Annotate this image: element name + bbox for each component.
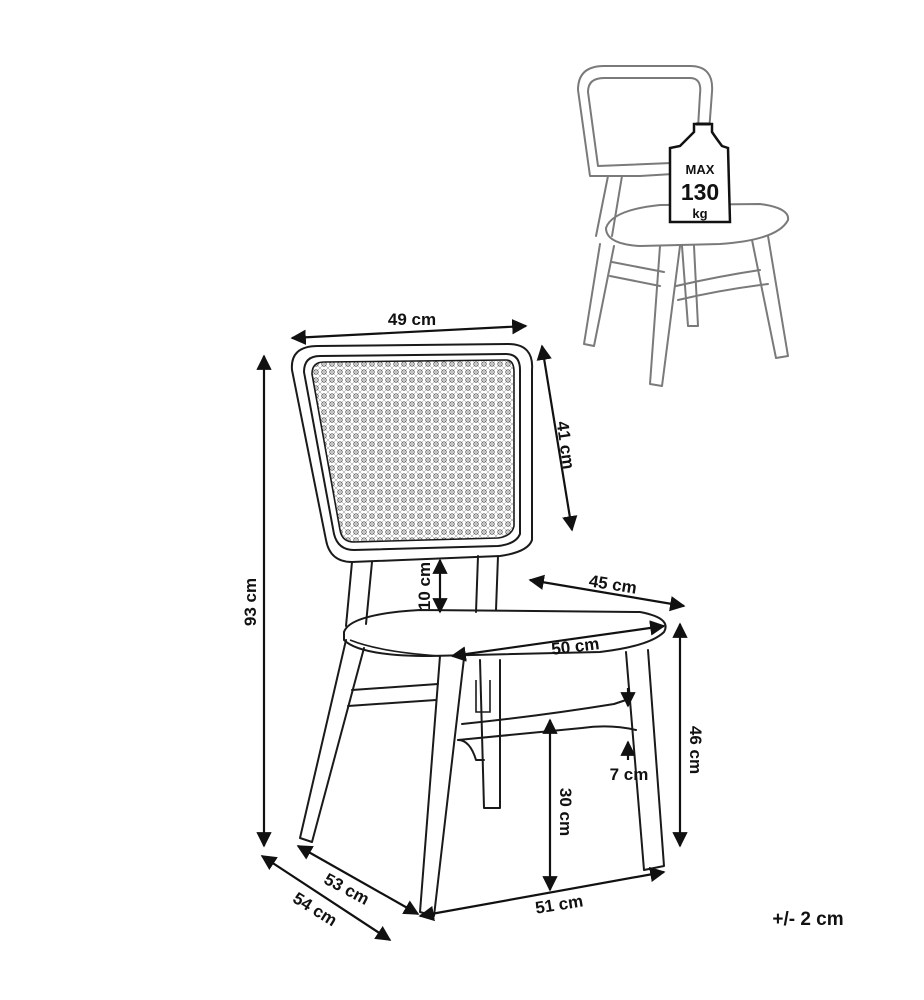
front-left-leg <box>419 655 465 917</box>
label-leg-width: 51 cm <box>534 891 585 917</box>
max-load-line3: kg <box>692 206 707 221</box>
label-stretcher-gap: 7 cm <box>610 765 649 784</box>
cane-panel <box>311 359 515 543</box>
preview-chair <box>577 65 790 387</box>
label-seat-depth: 45 cm <box>588 571 639 597</box>
label-total-height: 93 cm <box>241 578 260 626</box>
label-leg-depth-inner: 53 cm <box>321 869 372 908</box>
label-leg-depth-outer: 54 cm <box>289 889 340 931</box>
rear-left-leg <box>299 639 365 843</box>
max-load-line2: 130 <box>681 179 719 205</box>
label-stretcher-height: 30 cm <box>556 788 575 836</box>
label-backrest-width: 49 cm <box>388 310 436 329</box>
front-stretcher <box>457 699 637 741</box>
backrest-frame <box>290 343 534 563</box>
label-gap-seat-backrest: 10 cm <box>415 562 434 610</box>
label-backrest-height: 41 cm <box>553 420 579 470</box>
front-right-leg <box>625 649 665 871</box>
side-stretcher <box>347 683 439 707</box>
weight-icon <box>668 122 732 224</box>
main-chair <box>290 343 667 917</box>
tolerance-note: +/- 2 cm <box>772 909 843 930</box>
label-seat-width: 50 cm <box>550 634 600 659</box>
max-load-badge: MAX 130 kg <box>668 122 732 224</box>
max-load-line1: MAX <box>686 162 715 177</box>
label-seat-height: 46 cm <box>686 726 705 774</box>
rear-right-leg <box>479 659 501 809</box>
dimension-lines <box>256 319 688 941</box>
